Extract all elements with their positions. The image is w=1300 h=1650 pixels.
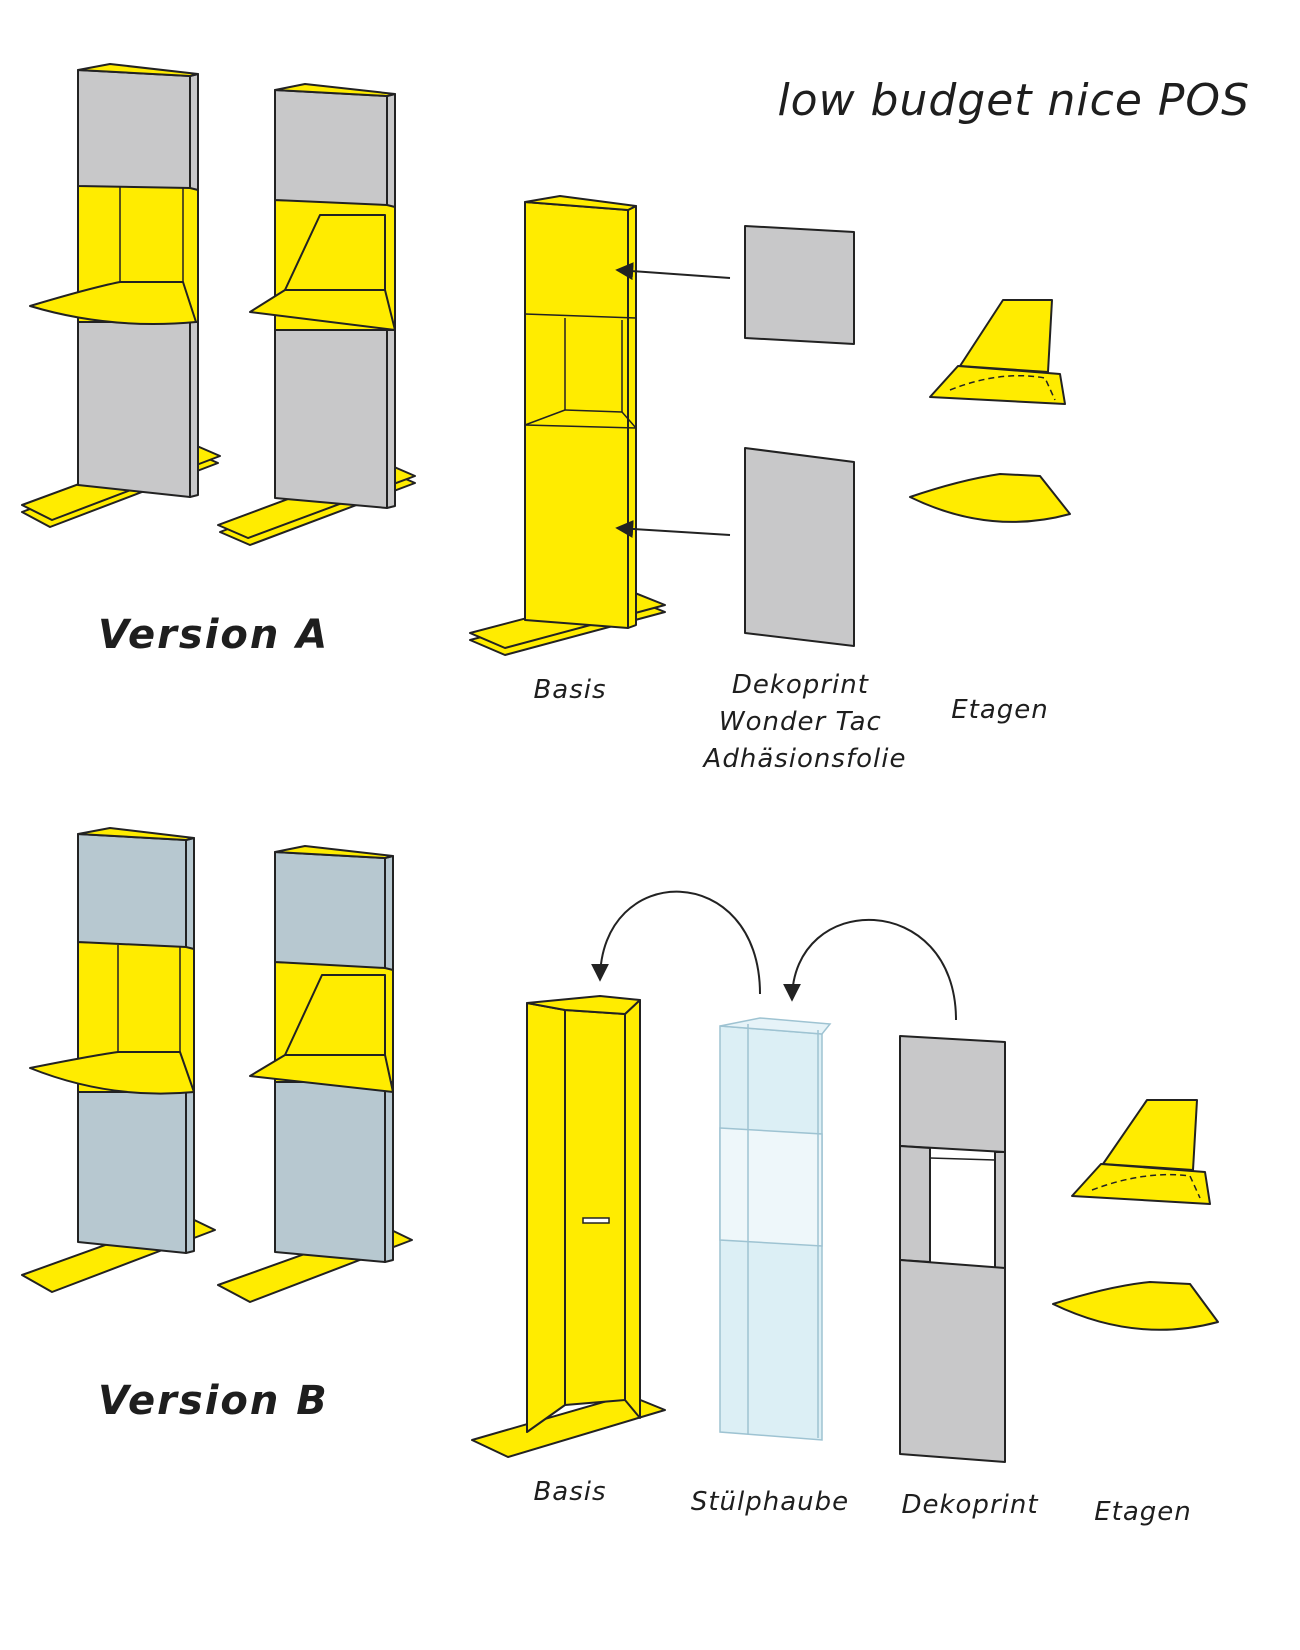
tower-top-front bbox=[77, 69, 191, 189]
tower-lower-side bbox=[185, 1087, 195, 1254]
version-a-basis-label: Basis bbox=[533, 675, 606, 705]
tower-lower-side bbox=[386, 325, 396, 509]
tower-top-side bbox=[189, 73, 199, 191]
basis-fold-center bbox=[564, 1009, 626, 1406]
basis-column-cap bbox=[524, 195, 637, 211]
arrow-to-basis-top bbox=[615, 262, 731, 281]
dekoprint-panel-bottom bbox=[744, 447, 855, 647]
tower-lower-front bbox=[77, 1089, 187, 1254]
arrow-hood-to-basis bbox=[591, 890, 761, 995]
diagram-title: low budget nice POS bbox=[777, 75, 1250, 126]
version-b-dekoprint-label: Dekoprint bbox=[901, 1490, 1038, 1520]
tower-lower-side bbox=[384, 1077, 394, 1263]
tower-top-side bbox=[386, 93, 396, 208]
version-b-stuelphaube-label: Stülphaube bbox=[691, 1487, 849, 1517]
basis-column-side bbox=[627, 205, 637, 629]
base-plate bbox=[471, 1394, 666, 1458]
basis-fold-left bbox=[526, 1002, 566, 1433]
dekoprint-wrap-right bbox=[994, 1151, 1006, 1271]
tower-top-cap bbox=[274, 845, 394, 859]
basis-fold-cap bbox=[526, 995, 641, 1015]
version-b-stuelphaube bbox=[591, 890, 832, 1441]
dekoprint-wrap-bottom bbox=[899, 1259, 1006, 1463]
hood-window bbox=[719, 1127, 823, 1247]
etage-curved bbox=[909, 473, 1071, 523]
version-b-tower-2 bbox=[217, 845, 413, 1303]
version-b-basis bbox=[471, 995, 666, 1458]
version-b-label: Version B bbox=[98, 1378, 329, 1424]
version-a-etagen-label: Etagen bbox=[951, 695, 1049, 725]
tower-top-cap bbox=[77, 63, 199, 77]
etage-curved bbox=[1052, 1281, 1219, 1331]
etage-trapezoid-base bbox=[1071, 1163, 1211, 1205]
dekoprint-wrap-left bbox=[899, 1145, 931, 1263]
version-b-etagen bbox=[1052, 1099, 1219, 1331]
trapezoid-shelf-front bbox=[249, 289, 396, 331]
tower-lower-front bbox=[274, 1079, 386, 1263]
curved-shelf bbox=[29, 1051, 195, 1095]
tower-top-cap bbox=[274, 83, 396, 97]
tower-lower-front bbox=[77, 319, 191, 498]
version-a-tower-1 bbox=[21, 63, 221, 528]
arrow-to-basis-bottom bbox=[615, 520, 731, 538]
tower-top-front bbox=[77, 833, 187, 948]
basis-fold-right bbox=[624, 999, 641, 1419]
tower-top-side bbox=[185, 837, 195, 950]
etage-trapezoid bbox=[959, 299, 1053, 373]
tower-lower-side bbox=[189, 317, 199, 498]
dekoprint-wrap-top bbox=[899, 1035, 1006, 1153]
version-a-label: Version A bbox=[98, 612, 329, 658]
tower-top-cap bbox=[77, 827, 195, 841]
arrow-dekoprint-to-hood bbox=[783, 918, 957, 1021]
version-a-basis bbox=[469, 195, 666, 656]
trapezoid-shelf-front bbox=[249, 1054, 394, 1093]
version-b-tower-1 bbox=[21, 827, 216, 1293]
basis-slot bbox=[582, 1217, 610, 1224]
version-a-etagen bbox=[909, 299, 1071, 523]
hood-cap bbox=[719, 1017, 832, 1035]
version-b-etagen-label: Etagen bbox=[1094, 1497, 1192, 1527]
version-a-tower-2 bbox=[217, 83, 416, 546]
tower-top-front bbox=[274, 89, 388, 206]
tower-top-side bbox=[384, 855, 394, 971]
dekoprint-panel-top bbox=[744, 225, 855, 345]
tower-lower-front bbox=[274, 327, 388, 509]
version-a-dekoprint bbox=[615, 225, 855, 647]
version-a-dekoprint-label: Dekoprint Wonder Tac Adhäsionsfolie bbox=[702, 670, 907, 774]
basis-column-front bbox=[524, 201, 629, 629]
etage-trapezoid bbox=[1102, 1099, 1198, 1171]
tower-top-front bbox=[274, 851, 386, 969]
version-b-dekoprint bbox=[783, 918, 1006, 1463]
version-b-basis-label: Basis bbox=[533, 1477, 606, 1507]
curved-shelf bbox=[29, 281, 197, 325]
